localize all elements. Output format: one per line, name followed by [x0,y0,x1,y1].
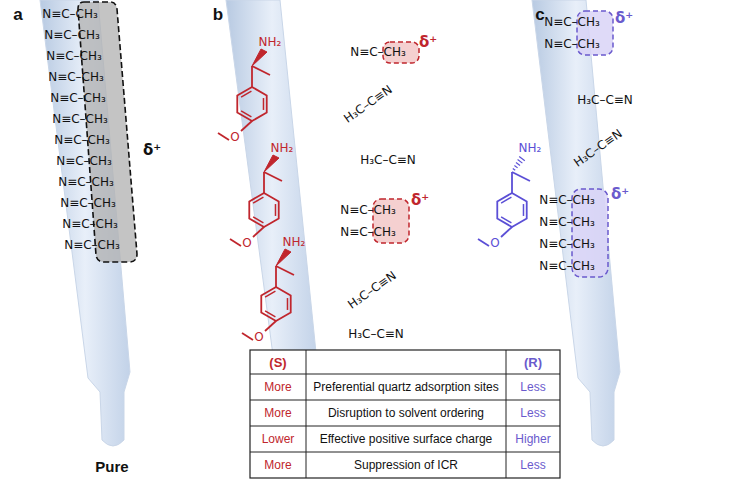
atom-label: NH₂ [283,236,306,248]
solvent-molecule: N≡C–CH₃ [48,71,104,83]
atom-label: O [230,131,239,143]
solvent-molecule: N≡C–CH₃ [62,218,118,230]
solvent-molecule: N≡C–CH₃ [46,50,102,62]
solvent-molecule: H₃C–C≡N [346,269,398,311]
panel-caption: Pure [95,459,128,474]
table-cell: More [264,459,291,471]
solvent-molecule: H₃C–C≡N [577,94,633,106]
table-cell: More [264,407,291,419]
solvent-molecule: N≡C–CH₃ [50,92,106,104]
table-cell: Effective positive surface charge [320,433,493,445]
table-cell: Less [520,459,545,471]
table-cell: Less [520,381,545,393]
panel-letter: b [213,6,223,23]
solvent-molecule: N≡C–CH₃ [539,260,595,272]
charge-label: δ⁺ [143,143,161,158]
charge-label: δ⁺ [411,193,429,208]
table-cell: Preferential quartz adsorption sites [313,381,498,393]
table-cell: More [264,381,291,393]
solvent-molecule: N≡C–CH₃ [64,239,120,251]
solvent-molecule: H₃C–C≡N [348,328,404,340]
solvent-molecule: N≡C–CH₃ [56,155,112,167]
solvent-molecule: H₃C–C≡N [360,154,416,166]
atom-label: O [490,237,499,249]
panel-letter: c [535,6,544,23]
solvent-molecule: N≡C–CH₃ [42,8,98,20]
solvent-molecule: N≡C–CH₃ [60,197,116,209]
solvent-molecule: N≡C–CH₃ [44,29,100,41]
atom-label: O [242,237,251,249]
solvent-molecule: N≡C–CH₃ [539,238,595,250]
atom-label: NH₂ [519,142,542,154]
panel-letter: a [13,6,22,23]
solvent-molecule: N≡C–CH₃ [340,204,396,216]
comparison-table [250,350,560,478]
amine-structures [218,49,530,340]
charge-label: δ⁺ [611,187,629,202]
solvent-molecule: N≡C–CH₃ [539,194,595,206]
solvent-molecule: N≡C–CH₃ [340,226,396,238]
solvent-molecule: N≡C–CH₃ [544,38,600,50]
charge-label: δ⁺ [419,35,437,50]
solvent-molecule: N≡C–CH₃ [52,113,108,125]
table-cell: Lower [262,433,295,445]
charge-label: δ⁺ [615,11,633,26]
atom-label: NH₂ [259,36,282,48]
table-cell: Disruption to solvent ordering [328,407,484,419]
solvent-molecule: N≡C–CH₃ [58,176,114,188]
table-header: (R) [524,356,542,369]
solvent-molecule: N≡C–CH₃ [350,46,406,58]
table-cell: Suppression of ICR [354,459,458,471]
solvent-molecule: N≡C–CH₃ [54,134,110,146]
table-header: (S) [269,356,286,369]
atom-label: O [254,331,263,343]
solvent-molecule: H₃C–C≡N [342,83,394,125]
table-cell: Less [520,407,545,419]
table-cell: Higher [515,433,550,445]
solvent-molecule: N≡C–CH₃ [544,16,600,28]
atom-label: NH₂ [271,142,294,154]
solvent-molecule: N≡C–CH₃ [539,216,595,228]
